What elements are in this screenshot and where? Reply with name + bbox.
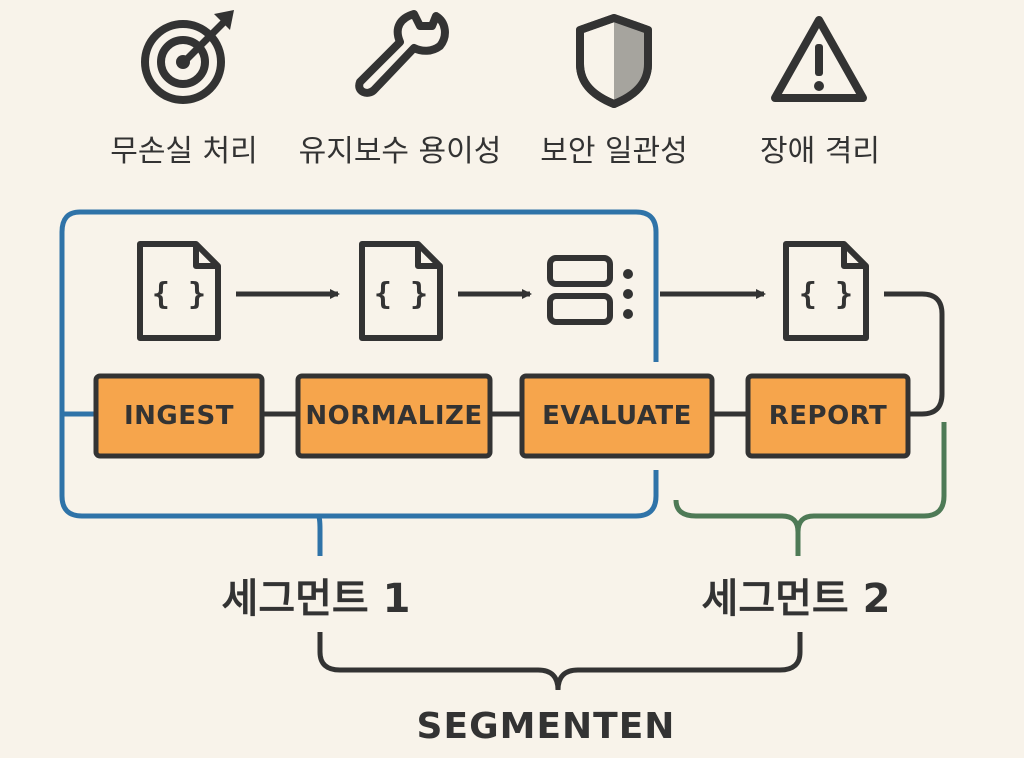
json-document-icon: { } — [783, 241, 869, 341]
segment-2-label: 세그먼트 2 — [701, 576, 891, 622]
feature-label-security-consistency: 보안 일관성 — [540, 134, 688, 169]
segment-2-brace — [673, 422, 947, 556]
segmenten-brace — [317, 632, 803, 691]
database-icon — [547, 255, 633, 325]
segmenten-label: SEGMENTEN — [416, 706, 676, 747]
segment-1-boundary-lower — [59, 209, 659, 519]
stage-box-evaluate — [519, 373, 715, 459]
feature-label-lossless: 무손실 처리 — [110, 134, 258, 169]
json-document-icon: { } — [137, 241, 221, 341]
json-document-icon: { } — [359, 241, 443, 341]
target-icon — [141, 10, 234, 104]
wrench-icon — [355, 10, 449, 97]
svg-text:{ }: { } — [374, 277, 428, 312]
stage-box-ingest — [93, 373, 265, 459]
segment-1-brace — [316, 513, 323, 556]
stage-box-normalize — [295, 373, 493, 459]
warning-icon — [771, 16, 867, 102]
svg-text:{ }: { } — [799, 277, 853, 312]
report-feedback-line — [884, 291, 945, 417]
segment-1-boundary — [80, 209, 659, 362]
shield-icon — [576, 14, 652, 108]
feature-label-maintainability: 유지보수 용이성 — [298, 134, 502, 169]
segment-1-label: 세그먼트 1 — [221, 576, 411, 622]
svg-text:{ }: { } — [152, 277, 206, 312]
feature-label-fault-isolation: 장애 격리 — [760, 134, 880, 169]
stage-box-report — [745, 373, 911, 459]
